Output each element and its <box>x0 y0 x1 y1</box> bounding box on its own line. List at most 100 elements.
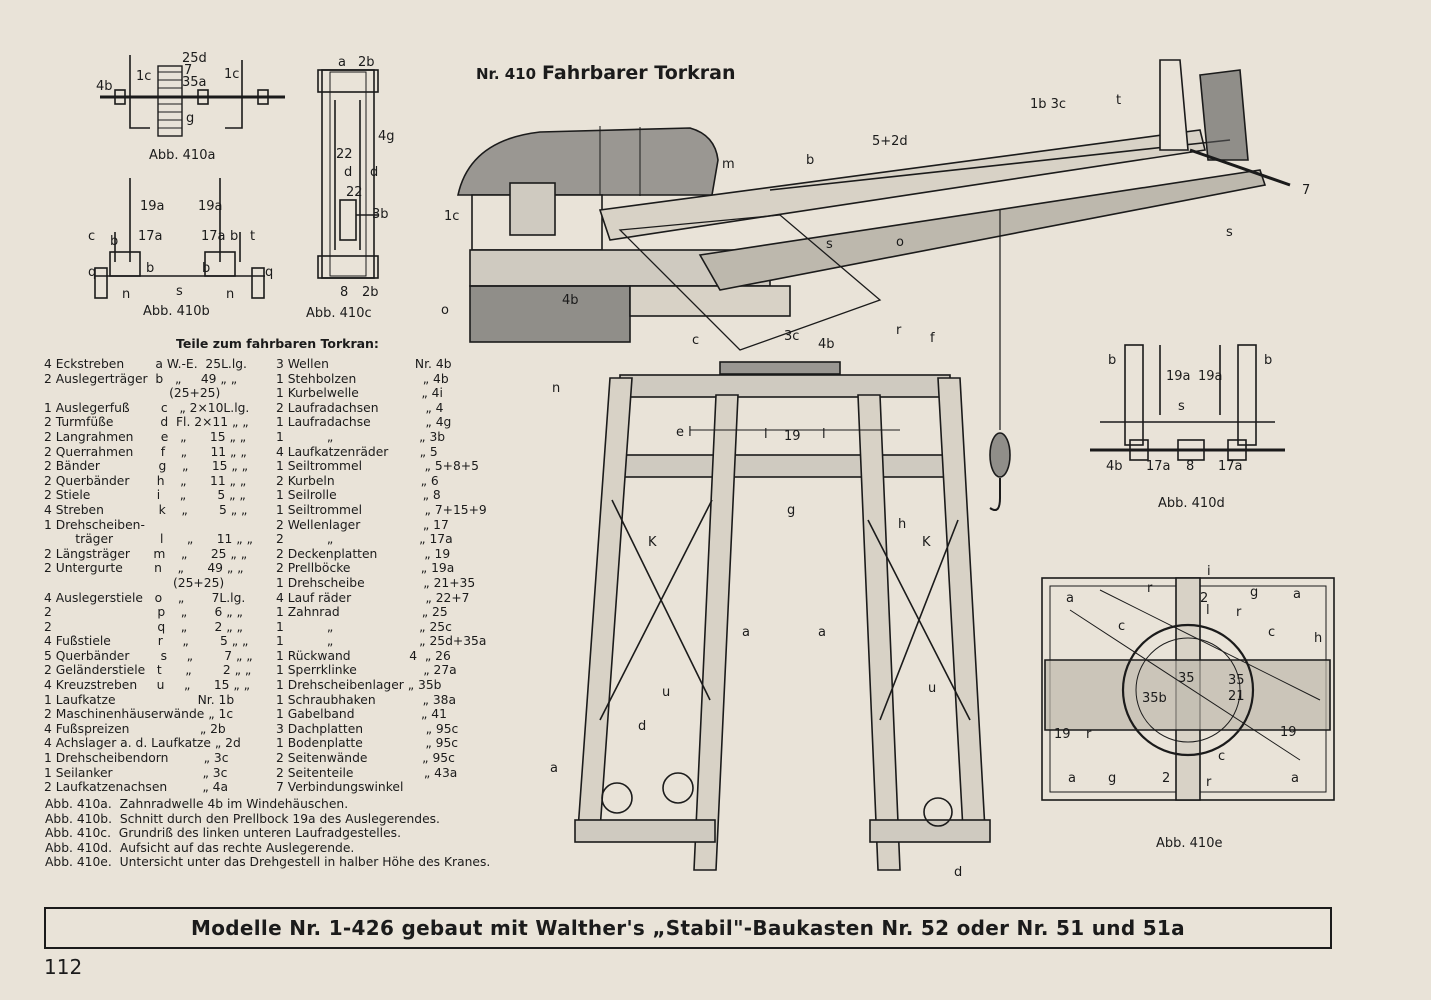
parts-list-row: 2 q „ 2 „ „ <box>44 619 243 634</box>
drawing-label-e410: r <box>1236 605 1242 620</box>
parts-list-row: 2 p „ 6 „ „ <box>44 605 243 620</box>
drawing-label-b410: b <box>202 261 210 276</box>
parts-list-row: 1 Seilrolle „ 8 <box>276 488 441 503</box>
drawing-label-c410: 3b <box>372 207 389 222</box>
parts-list-row: 1 Zahnrad „ 25 <box>276 605 448 620</box>
drawing-label-e410: 2 <box>1200 591 1208 606</box>
parts-list-row: 4 Eckstreben a W.-E. 25L.lg. <box>44 357 247 371</box>
parts-list-row: 2 Maschinenhäuserwände „ 1c <box>44 707 234 722</box>
parts-list-row: 1 „ „ 25d+35a <box>276 634 487 649</box>
footer-banner: Modelle Nr. 1-426 gebaut mit Walther's „… <box>44 907 1332 949</box>
parts-list-row: 2 Wellenlager „ 17 <box>276 517 449 532</box>
drawing-label-e410: 35 <box>1228 673 1245 688</box>
parts-list-row: 2 Untergurte n „ 49 „ „ <box>44 561 244 576</box>
drawing-410d <box>1090 344 1285 461</box>
drawing-label-crane: d <box>954 865 962 880</box>
drawing-label-crane: 1c <box>444 209 459 224</box>
drawing-label-d410: 19a <box>1198 369 1223 384</box>
drawing-label-crane: 5+2d <box>872 134 908 149</box>
drawing-label-e410: h <box>1314 631 1322 646</box>
parts-list-row: 2 Seitenwände „ 95c <box>276 751 455 766</box>
parts-list-row: 5 Querbänder s „ 7 „ „ <box>44 648 253 663</box>
parts-list-row: 4 Lauf räder „ 22+7 <box>276 590 470 605</box>
parts-list-row: 1 Rückwand 4 „ 26 <box>276 648 451 663</box>
parts-list-row: 4 Achslager a. d. Laufkatze „ 2d <box>44 736 241 751</box>
drawing-label-e410: r <box>1086 727 1092 742</box>
parts-list-row: 2 Querrahmen f „ 11 „ „ <box>44 444 247 459</box>
drawing-label-c410: 2b <box>358 55 375 70</box>
figure-label-410d: Abb. 410d <box>1158 496 1225 511</box>
drawing-label-d410: 19a <box>1166 369 1191 384</box>
parts-list-row: 2 Laufradachsen „ 4 <box>276 400 444 415</box>
parts-list-row: 2 Querbänder h „ 11 „ „ <box>44 473 247 488</box>
drawing-label-e410: a <box>1068 771 1076 786</box>
drawing-label-e410: 2 <box>1162 771 1170 786</box>
parts-list-row: 1 Laufkatze Nr. 1b <box>44 692 235 707</box>
figure-caption-line: Abb. 410e. Untersicht unter das Drehgest… <box>45 855 491 870</box>
drawing-label-crane: s <box>826 237 833 252</box>
figure-label-410b: Abb. 410b <box>143 304 210 319</box>
drawing-label-e410: g <box>1250 585 1258 600</box>
drawing-label-b410: t <box>250 229 255 244</box>
parts-list-row: 4 Fußstiele r „ 5 „ „ <box>44 634 249 649</box>
drawing-label-d410: 17a <box>1218 459 1243 474</box>
drawing-label-e410: l <box>1206 603 1210 618</box>
figure-caption-line: Abb. 410d. Aufsicht auf das rechte Ausle… <box>45 840 355 855</box>
drawing-label-c410: 8 <box>340 285 348 300</box>
drawing-label-e410: c <box>1218 749 1225 764</box>
parts-list-row: 1 „ „ 25c <box>276 619 452 634</box>
drawing-label-d410: 17a <box>1146 459 1171 474</box>
drawing-label-crane: r <box>896 323 902 338</box>
parts-list-row: (25+25) <box>44 575 225 590</box>
drawing-label-crane: K <box>648 535 657 550</box>
drawing-label-crane: h <box>898 517 906 532</box>
model-name: Fahrbarer Torkran <box>542 62 736 84</box>
parts-list-row: 1 Bodenplatte „ 95c <box>276 736 459 751</box>
drawing-label-crane: 4b <box>818 337 835 352</box>
drawing-label-e410: a <box>1293 587 1301 602</box>
drawing-label-crane: t <box>1116 93 1121 108</box>
figure-label-410a: Abb. 410a <box>149 148 216 163</box>
drawing-label-d410: 8 <box>1186 459 1194 474</box>
drawing-label-crane: 3c <box>784 329 799 344</box>
drawing-label-d410: b <box>1108 353 1116 368</box>
drawing-label-e410: c <box>1268 625 1275 640</box>
drawing-label-crane: b <box>806 153 814 168</box>
drawing-label-e410: r <box>1206 775 1212 790</box>
drawing-label-crane: c <box>692 333 699 348</box>
parts-list-row: 1 Stehbolzen „ 4b <box>276 371 449 386</box>
drawing-label-crane: 4b <box>562 293 579 308</box>
parts-list-row: 2 Seitenteile „ 43a <box>276 765 458 780</box>
drawing-label-b410: n <box>226 287 234 302</box>
drawing-label-b410: s <box>176 284 183 299</box>
parts-list-row: 1 Drehscheibe „ 21+35 <box>276 575 476 590</box>
parts-list-row: 1 „ „ 3b <box>276 429 446 444</box>
parts-list-row: 2 Langrahmen e „ 15 „ „ <box>44 429 247 444</box>
drawing-label-a410: 1c <box>224 67 239 82</box>
drawing-label-c410: 22 <box>346 185 363 200</box>
drawing-label-a410: 1c <box>136 69 151 84</box>
drawing-410e <box>1041 577 1335 801</box>
drawing-label-b410: b <box>230 229 238 244</box>
drawing-label-e410: r <box>1147 581 1153 596</box>
parts-list-row: 1 Drehscheibendorn „ 3c <box>44 751 229 766</box>
figure-caption-line: Abb. 410a. Zahnradwelle 4b im Windehäusc… <box>45 797 349 811</box>
figure-captions: Abb. 410a. Zahnradwelle 4b im Windehäusc… <box>45 797 490 870</box>
parts-list-row: 2 Laufkatzenachsen „ 4a <box>44 780 228 795</box>
drawing-410c <box>317 69 379 279</box>
drawing-label-e410: 19 <box>1280 725 1297 740</box>
drawing-label-b410: q <box>88 265 96 280</box>
drawing-label-b410: 17a <box>138 229 163 244</box>
drawing-label-b410: n <box>122 287 130 302</box>
drawing-label-a410: g <box>186 111 194 126</box>
drawing-label-a410: 7 <box>184 63 192 78</box>
parts-list-row: 2 „ „ 17a <box>276 532 453 547</box>
drawing-label-e410: i <box>1207 564 1211 579</box>
parts-list-row: 3 Wellen Nr. 4b <box>276 357 452 371</box>
drawing-label-crane: a <box>818 625 826 640</box>
parts-list-row: 2 Auslegerträger b „ 49 „ „ <box>44 371 238 386</box>
figure-caption-line: Abb. 410b. Schnitt durch den Prellbock 1… <box>45 811 440 826</box>
parts-list-row: 7 Verbindungswinkel <box>276 780 404 795</box>
